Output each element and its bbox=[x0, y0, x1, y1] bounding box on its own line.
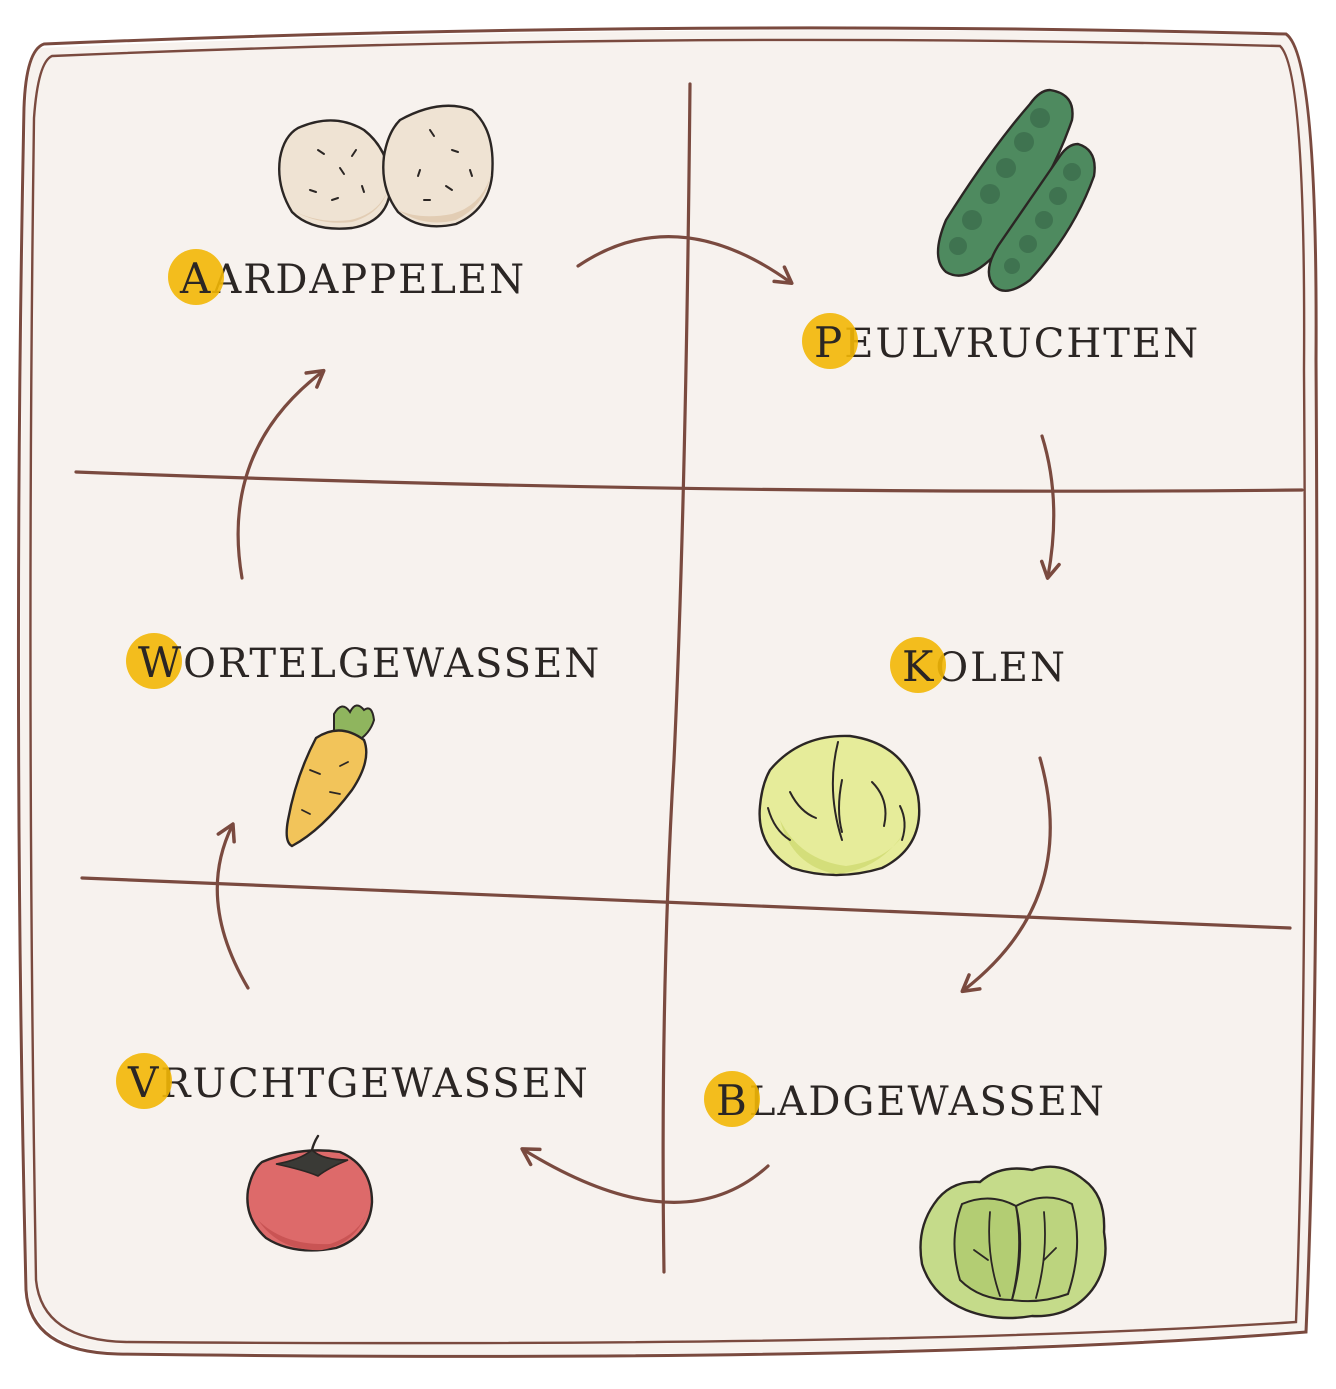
potatoes-icon bbox=[278, 104, 494, 230]
crop-initial-a: A bbox=[167, 249, 225, 305]
board-frame-outer bbox=[16, 26, 1319, 1358]
crop-label-bladgewassen: BLADGEWASSEN bbox=[704, 1071, 1106, 1127]
crop-initial-b: B bbox=[704, 1071, 760, 1127]
arrow-kolen-to-bladgewassen bbox=[960, 756, 1052, 994]
pea-pods-icon bbox=[936, 88, 1096, 292]
crop-name-rest: RUCHTGEWASSEN bbox=[160, 1061, 590, 1107]
lettuce-icon bbox=[919, 1165, 1107, 1320]
crop-initial-p: P bbox=[801, 313, 859, 369]
tomato-icon bbox=[246, 1134, 374, 1252]
board-background bbox=[20, 30, 1319, 1355]
crop-name-rest: LADGEWASSEN bbox=[748, 1079, 1106, 1125]
grid-line-horizontal-bottom bbox=[80, 876, 1292, 930]
crop-name-rest: OLEN bbox=[935, 645, 1067, 691]
crop-initial-k: K bbox=[889, 637, 947, 693]
crop-label-wortelgewassen: WORTELGEWASSEN bbox=[125, 633, 602, 689]
crop-label-peulvruchten: PEULVRUCHTEN bbox=[801, 313, 1201, 369]
crop-initial-w: W bbox=[125, 633, 184, 689]
crop-initial-v: V bbox=[115, 1053, 173, 1109]
carrot-icon bbox=[285, 704, 376, 848]
crop-label-aardappelen: AARDAPPELEN bbox=[167, 249, 527, 305]
grid-line-vertical bbox=[661, 82, 692, 1274]
arrow-wortelgewassen-to-aardappelen bbox=[236, 368, 326, 580]
crop-name-rest: ORTELGEWASSEN bbox=[183, 641, 602, 687]
crop-name-rest: ARDAPPELEN bbox=[212, 257, 527, 303]
arrow-aardappelen-to-peulvruchten bbox=[576, 234, 794, 286]
board-frame-inner bbox=[29, 38, 1307, 1345]
cabbage-icon bbox=[758, 734, 921, 877]
arrow-peulvruchten-to-kolen bbox=[1039, 434, 1061, 580]
crop-label-kolen: KOLEN bbox=[889, 637, 1067, 693]
crop-name-rest: EULVRUCHTEN bbox=[844, 321, 1201, 367]
grid-line-horizontal-top bbox=[74, 470, 1304, 493]
arrow-vruchtgewassen-to-wortelgewassen bbox=[215, 822, 250, 990]
crop-label-vruchtgewassen: VRUCHTGEWASSEN bbox=[115, 1053, 590, 1109]
arrow-bladgewassen-to-vruchtgewassen bbox=[520, 1147, 770, 1204]
